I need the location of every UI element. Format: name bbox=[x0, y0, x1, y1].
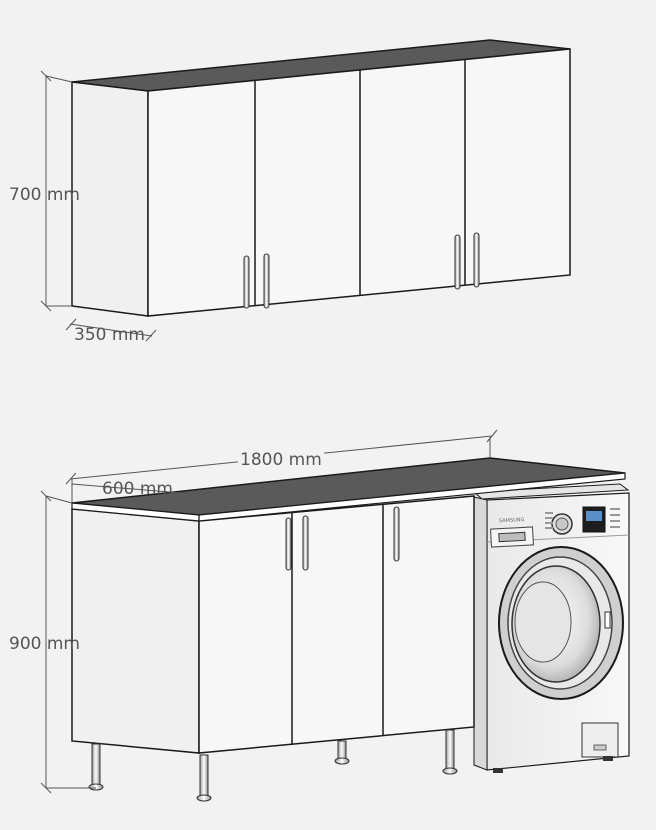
service-panel bbox=[581, 722, 619, 758]
door-glass-inner bbox=[514, 581, 572, 663]
lower-length-label: 1800 mm bbox=[240, 450, 322, 470]
upper-depth-label: 350 mm bbox=[74, 325, 145, 345]
brand-logo: SAMSUNG bbox=[499, 517, 525, 524]
door-handle bbox=[285, 517, 292, 571]
drawer-handle bbox=[498, 531, 526, 543]
lower-height-label: 900 mm bbox=[9, 634, 80, 654]
machine-foot bbox=[603, 756, 613, 761]
length-label-bg bbox=[238, 448, 324, 468]
door-handle bbox=[263, 253, 270, 309]
lower-cabinet-front bbox=[198, 495, 475, 754]
display-screen bbox=[586, 511, 602, 521]
door-handle bbox=[302, 515, 309, 571]
lower-height-dimension bbox=[40, 490, 96, 794]
upper-cabinet-side bbox=[71, 81, 149, 317]
lower-depth-label: 600 mm bbox=[102, 479, 173, 499]
door-handle bbox=[393, 506, 400, 562]
cabinet-legs bbox=[88, 729, 458, 802]
door-handle bbox=[473, 232, 480, 288]
upper-height-dimension bbox=[40, 70, 73, 312]
door-handle bbox=[243, 255, 250, 309]
upper-height-label: 700 mm bbox=[9, 185, 80, 205]
lower-cabinet bbox=[71, 457, 626, 802]
washing-machine-top bbox=[472, 483, 630, 500]
washing-machine: SAMSUNG bbox=[472, 483, 630, 773]
door-latch bbox=[604, 611, 611, 629]
machine-foot bbox=[493, 768, 503, 773]
service-panel-notch bbox=[593, 744, 607, 751]
upper-cabinet bbox=[71, 39, 571, 317]
upper-depth-dimension bbox=[65, 318, 157, 342]
upper-cabinet-front bbox=[147, 48, 571, 317]
door-handle bbox=[454, 234, 461, 290]
lower-cabinet-side bbox=[71, 508, 200, 754]
countertop-side-edge bbox=[71, 502, 200, 522]
panel-buttons bbox=[545, 508, 620, 529]
program-dial-center bbox=[555, 517, 569, 531]
washing-machine-side bbox=[473, 496, 488, 771]
lower-depth-dimension bbox=[71, 483, 212, 501]
